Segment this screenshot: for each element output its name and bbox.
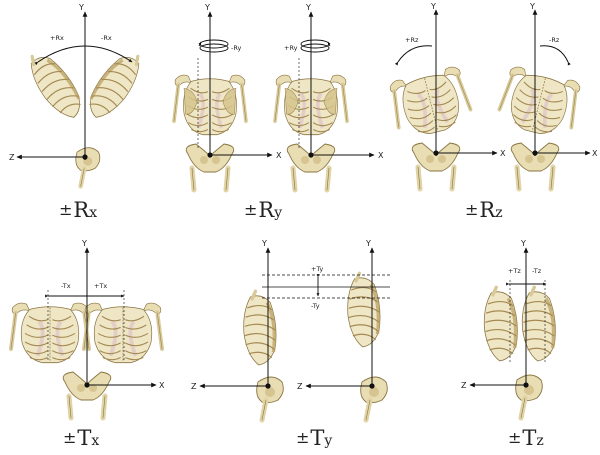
tz-pelvis bbox=[516, 375, 543, 418]
rz-ribcage-right bbox=[496, 65, 582, 141]
tz-motion-plus: +Tz bbox=[508, 267, 521, 275]
ty-pelvis-left bbox=[257, 377, 284, 420]
rx-ribcage-left bbox=[23, 46, 88, 125]
ty-motion-plus: +Ty bbox=[311, 265, 323, 273]
caption-rx-pm: ± bbox=[59, 200, 72, 219]
panel-rx: Y Z +Rx -Rx bbox=[9, 3, 147, 186]
tx-x-label: X bbox=[159, 381, 165, 390]
rz-x-label-left: X bbox=[500, 149, 506, 158]
caption-ry: ±Ry bbox=[244, 200, 282, 221]
rx-z-label: Z bbox=[9, 153, 15, 162]
ty-pelvis-right bbox=[361, 377, 388, 420]
caption-rz-sub: z bbox=[495, 205, 502, 221]
caption-rx-main: R bbox=[73, 198, 89, 222]
rz-rotation-arc-left bbox=[398, 46, 432, 62]
caption-tx-pm: ± bbox=[63, 428, 76, 447]
caption-rz-pm: ± bbox=[465, 200, 478, 219]
tz-ribcage-left bbox=[484, 287, 517, 361]
tz-z-label: Z bbox=[461, 381, 467, 390]
caption-tz-pm: ± bbox=[508, 428, 521, 447]
tx-motion-minus: -Tx bbox=[61, 282, 71, 290]
rz-y-label-right: Y bbox=[529, 2, 535, 11]
caption-ty-sub: y bbox=[324, 433, 332, 449]
panel-rz: Y Y X X +Rz -Rz bbox=[388, 2, 598, 189]
rz-x-label-right: X bbox=[592, 149, 598, 158]
tz-ribcage-right bbox=[522, 287, 555, 361]
caption-ry-main: R bbox=[258, 198, 274, 222]
ry-x-label-right: X bbox=[378, 151, 384, 160]
panel-ry: Y Y X X -Ry +Ry bbox=[174, 3, 384, 190]
ty-ribcage-right bbox=[348, 273, 380, 347]
ty-z-label-left: Z bbox=[191, 382, 197, 391]
ry-y-label-right: Y bbox=[305, 3, 311, 12]
ry-x-label-left: X bbox=[276, 151, 282, 160]
ty-y-label-left: Y bbox=[261, 239, 267, 248]
caption-ty-main: T bbox=[310, 426, 324, 450]
rx-origin bbox=[82, 154, 87, 159]
panel-tx: Y X -Tx +Tx bbox=[11, 239, 165, 418]
caption-tx: ±Tx bbox=[63, 428, 99, 449]
ry-motion-plus: +Ry bbox=[284, 44, 298, 52]
caption-tz: ±Tz bbox=[508, 428, 544, 449]
rx-motion-minus: -Rx bbox=[101, 34, 112, 42]
rz-rotation-arc-right bbox=[540, 46, 568, 62]
tx-motion-plus: +Tx bbox=[94, 282, 107, 290]
rx-ribcage-right bbox=[82, 46, 147, 125]
panel-tz: Y Z +Tz -Tz bbox=[461, 239, 555, 418]
caption-rz: ±Rz bbox=[465, 200, 503, 221]
caption-tz-main: T bbox=[522, 426, 536, 450]
rz-motion-plus: +Rz bbox=[405, 36, 419, 44]
ry-y-label-left: Y bbox=[204, 3, 210, 12]
rz-y-label-left: Y bbox=[430, 2, 436, 11]
caption-rx: ±Rx bbox=[59, 200, 97, 221]
caption-ty-pm: ± bbox=[296, 428, 309, 447]
rz-ribcage-left bbox=[388, 65, 474, 141]
ty-ribcage-left bbox=[244, 291, 276, 365]
caption-rx-sub: x bbox=[89, 205, 97, 221]
tz-motion-minus: -Tz bbox=[532, 267, 542, 275]
ry-motion-minus: -Ry bbox=[231, 44, 242, 52]
ty-motion-minus: -Ty bbox=[311, 302, 320, 310]
tx-ribcage-left bbox=[11, 303, 89, 363]
caption-ry-sub: y bbox=[274, 205, 282, 221]
tx-ribcage-right bbox=[84, 303, 162, 363]
rx-pelvis bbox=[76, 148, 100, 187]
caption-ty: ±Ty bbox=[296, 428, 332, 449]
caption-tx-sub: x bbox=[91, 433, 99, 449]
caption-rz-main: R bbox=[479, 198, 495, 222]
rx-motion-plus: +Rx bbox=[50, 34, 64, 42]
ry-rotation-ring-right bbox=[301, 40, 330, 52]
caption-tx-main: T bbox=[77, 426, 91, 450]
ty-z-label-right: Z bbox=[297, 382, 303, 391]
ry-rotation-ring-left bbox=[199, 40, 228, 52]
rx-y-label: Y bbox=[78, 3, 84, 12]
ty-y-label-right: Y bbox=[365, 239, 371, 248]
tx-y-label: Y bbox=[81, 239, 87, 248]
rz-motion-minus: -Rz bbox=[549, 36, 560, 44]
caption-ry-pm: ± bbox=[244, 200, 257, 219]
caption-tz-sub: z bbox=[536, 433, 543, 449]
tz-y-label: Y bbox=[520, 239, 526, 248]
panel-ty: Y Y Z Z +Ty -Ty bbox=[191, 239, 390, 420]
